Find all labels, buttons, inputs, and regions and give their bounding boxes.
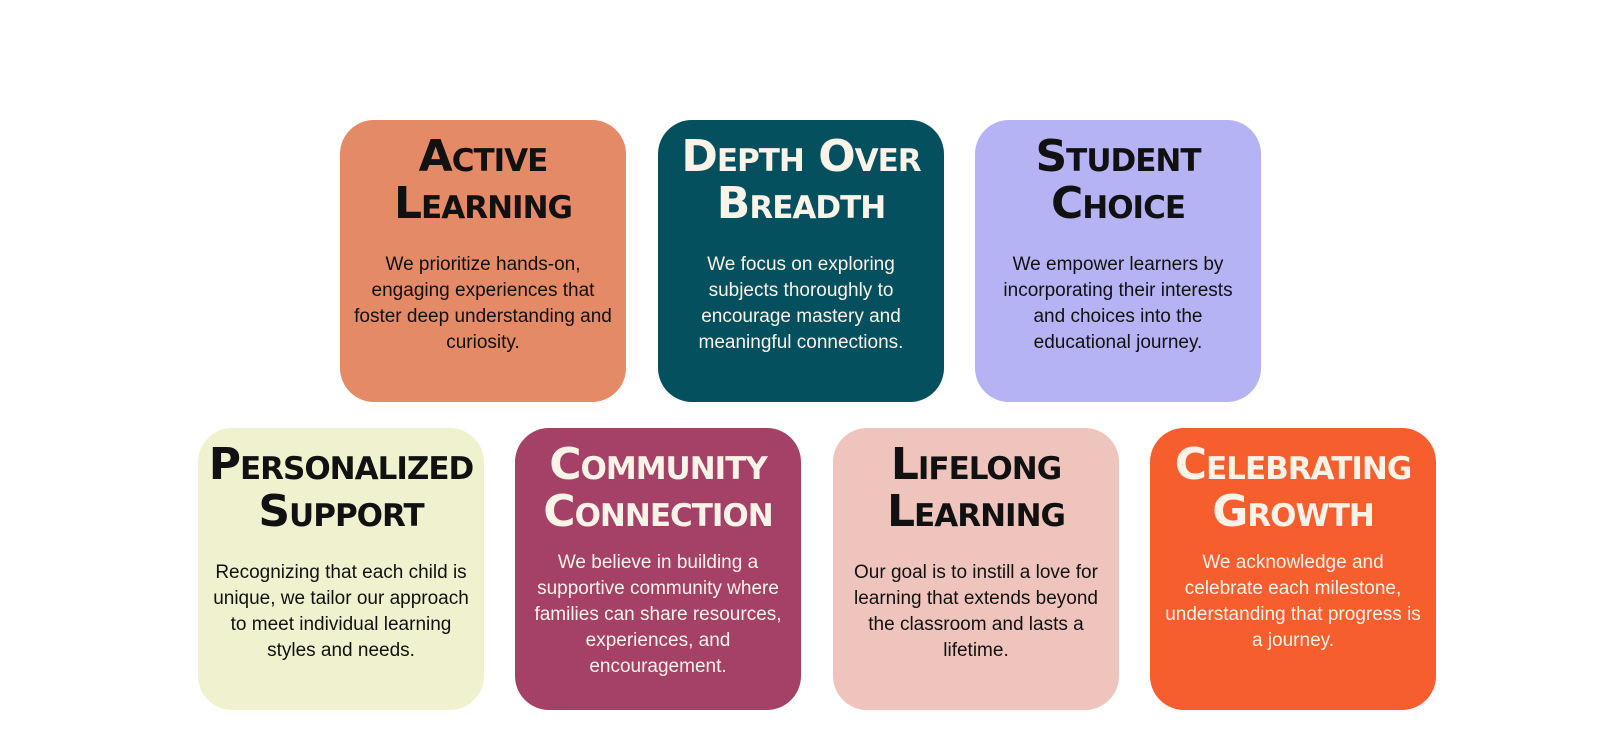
card-description: Our goal is to instill a love for learni…	[853, 562, 1098, 661]
card-title-line: Personalized	[208, 439, 475, 490]
card-description: We believe in building a supportive comm…	[534, 552, 782, 677]
card-title-line: Connection	[543, 486, 773, 537]
card-title: Community Connection	[515, 441, 801, 535]
card-title: Depth Over Breadth	[658, 133, 944, 227]
card-depth-over-breadth: Depth Over Breadth We focus on exploring…	[658, 120, 944, 402]
card-title: Active Learning	[340, 133, 626, 227]
card-title-line: Growth	[1212, 486, 1375, 537]
card-title-line: Learning	[887, 486, 1066, 537]
card-title: Student Choice	[975, 133, 1261, 227]
card-title: Personalized Support	[198, 441, 484, 535]
card-lifelong-learning: Lifelong Learning Our goal is to instill…	[833, 428, 1119, 710]
card-title: Celebrating Growth	[1150, 441, 1436, 535]
card-description: Recognizing that each child is unique, w…	[213, 562, 469, 661]
card-student-choice: Student Choice We empower learners by in…	[975, 120, 1261, 402]
card-personalized-support: Personalized Support Recognizing that ea…	[198, 428, 484, 710]
card-title-line: Learning	[394, 178, 573, 229]
card-title-line: Breadth	[716, 178, 886, 229]
card-community-connection: Community Connection We believe in build…	[515, 428, 801, 710]
card-title-line: Lifelong	[890, 439, 1062, 490]
card-description: We focus on exploring subjects thoroughl…	[698, 254, 904, 353]
card-description: We empower learners by incorporating the…	[1003, 254, 1233, 353]
card-celebrating-growth: Celebrating Growth We acknowledge and ce…	[1150, 428, 1436, 710]
card-title-line: Community	[549, 439, 768, 490]
card-title-line: Active	[418, 131, 549, 182]
card-title-line: Depth Over	[681, 131, 921, 182]
card-title: Lifelong Learning	[833, 441, 1119, 535]
card-description: We prioritize hands-on, engaging experie…	[354, 254, 612, 353]
card-description: We acknowledge and celebrate each milest…	[1165, 552, 1421, 651]
card-title-line: Choice	[1050, 178, 1186, 229]
card-active-learning: Active Learning We prioritize hands-on, …	[340, 120, 626, 402]
card-title-line: Support	[258, 486, 424, 537]
card-title-line: Celebrating	[1174, 439, 1413, 490]
card-title-line: Student	[1035, 131, 1201, 182]
